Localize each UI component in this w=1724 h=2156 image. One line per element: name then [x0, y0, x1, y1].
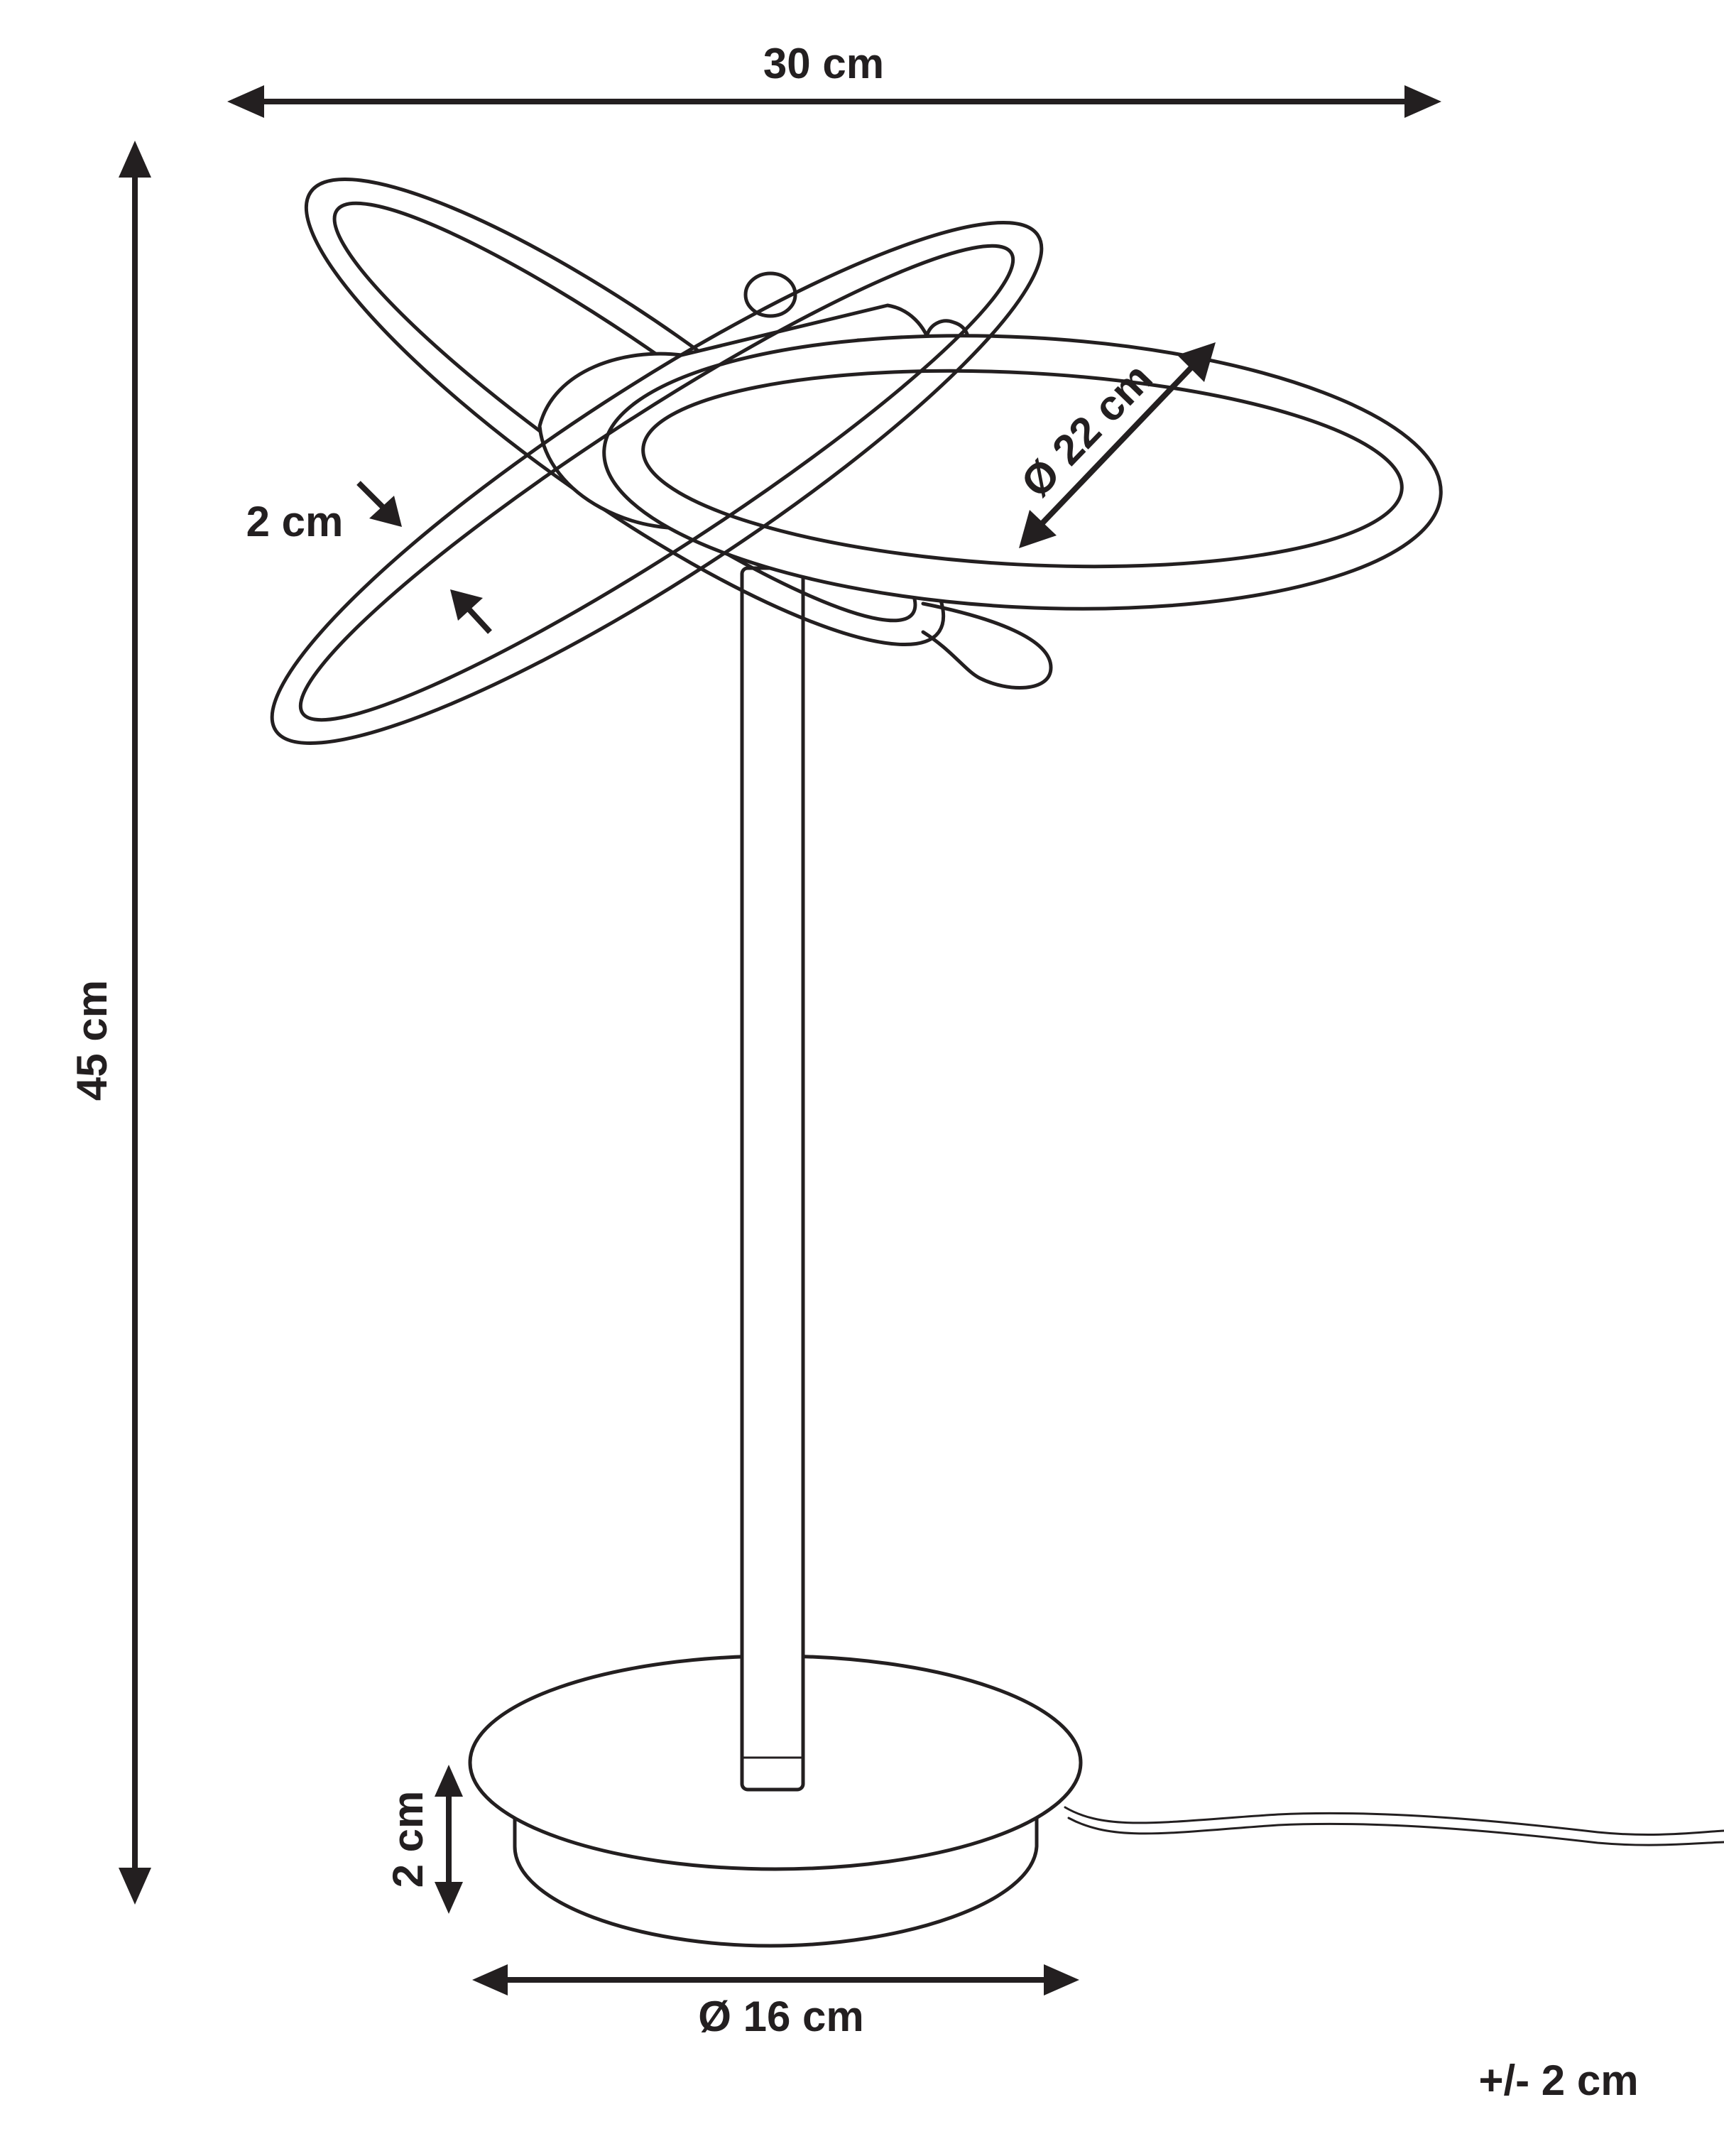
- ring-horizontal: [602, 334, 1443, 611]
- lamp-illustration: [270, 177, 1724, 1948]
- ring-thickness-label: 2 cm: [246, 498, 344, 545]
- lamp-stem: [740, 566, 805, 1792]
- ring-lower-loop: [921, 601, 1053, 690]
- base-height-label: 2 cm: [384, 1791, 432, 1888]
- ring-diameter-dimension-line: [1035, 360, 1199, 531]
- power-cord: [1064, 1806, 1724, 1836]
- tolerance-label: +/- 2 cm: [1478, 2057, 1638, 2104]
- width-label: 30 cm: [763, 40, 884, 87]
- height-label: 45 cm: [68, 980, 116, 1101]
- base-diameter-label: Ø 16 cm: [698, 1993, 863, 2040]
- ring-front: [270, 221, 1044, 745]
- dimension-lines: [119, 85, 1441, 1996]
